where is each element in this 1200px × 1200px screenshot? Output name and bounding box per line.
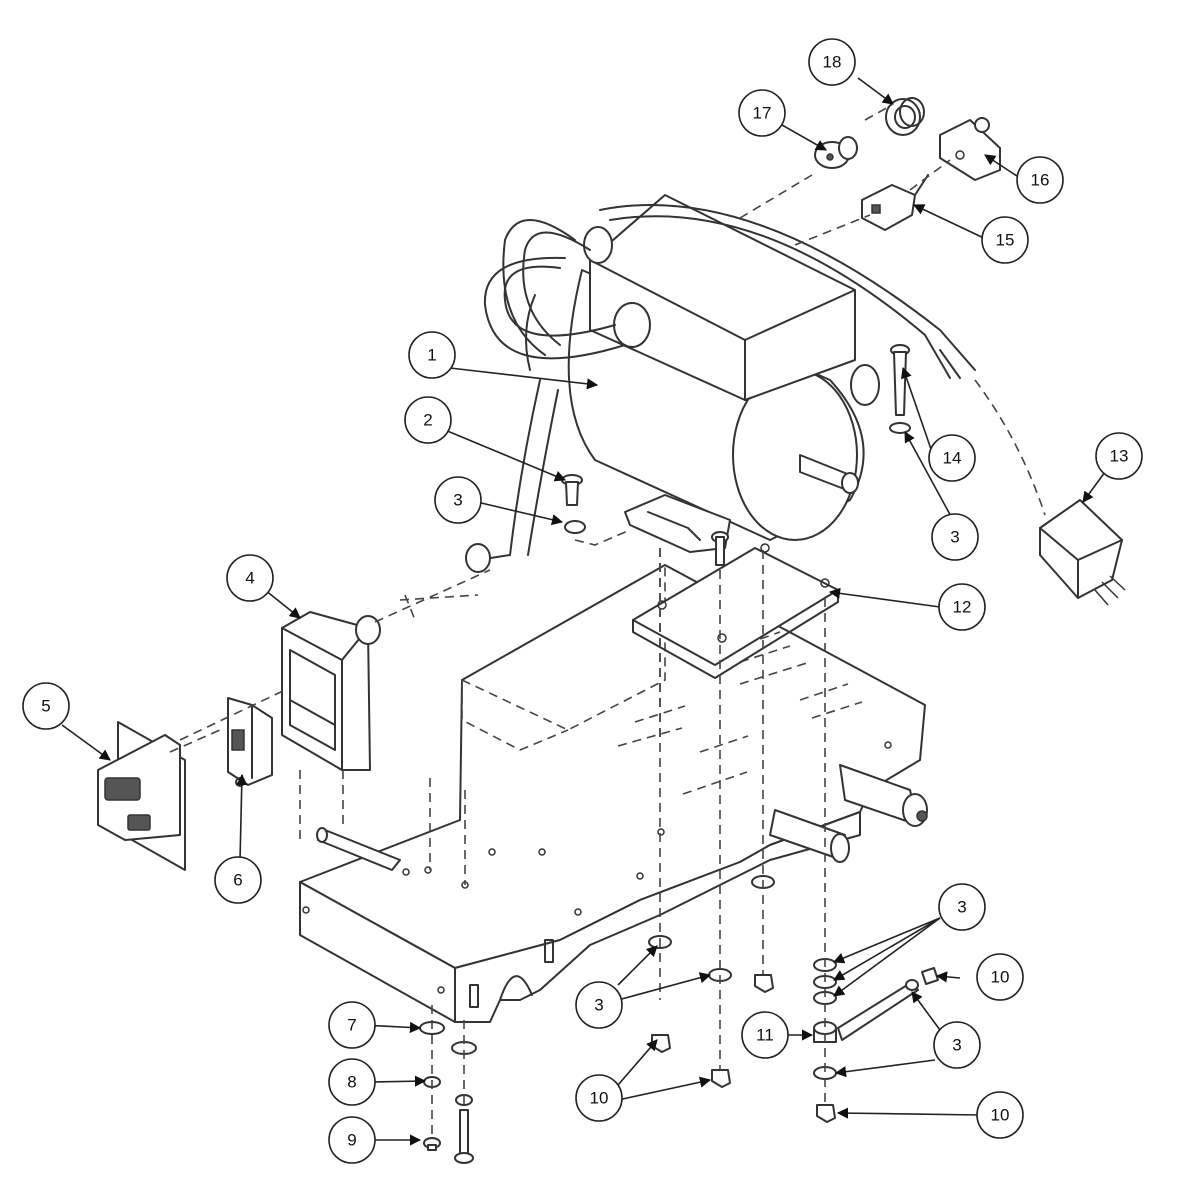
callout-3d-label: 3	[594, 996, 603, 1015]
callout-18-label: 18	[823, 53, 842, 72]
callout-17: 17	[738, 89, 786, 137]
callout-3b: 3	[931, 513, 979, 561]
callout-8: 8	[328, 1058, 376, 1106]
callout-1-label: 1	[427, 346, 436, 365]
clamp-16	[939, 117, 1001, 181]
callout-3d: 3	[575, 981, 623, 1029]
bushing-18	[885, 97, 925, 136]
callout-16-label: 16	[1031, 171, 1050, 190]
callout-3e: 3	[933, 1021, 981, 1069]
callout-10c: 10	[976, 1091, 1024, 1139]
callout-14: 14	[928, 434, 976, 482]
callout-12: 12	[938, 583, 986, 631]
callout-5-label: 5	[41, 697, 50, 716]
callout-17-label: 17	[753, 104, 772, 123]
callout-7-label: 7	[347, 1016, 356, 1035]
hardware-stack-right	[813, 958, 939, 1123]
callout-10b: 10	[976, 953, 1024, 1001]
electrical-box	[281, 611, 381, 771]
front-shaft	[316, 827, 401, 871]
callout-9-label: 9	[347, 1131, 356, 1150]
callout-3c-label: 3	[957, 898, 966, 917]
bolt-2	[561, 474, 729, 566]
hardware-stack-left	[419, 1021, 477, 1164]
callout-9: 9	[328, 1116, 376, 1164]
callout-6: 6	[214, 856, 262, 904]
callout-4: 4	[226, 554, 274, 602]
switch	[227, 697, 273, 787]
callout-10c-label: 10	[991, 1106, 1010, 1125]
callout-18: 18	[808, 38, 856, 86]
axle-shaft	[769, 764, 928, 863]
callout-16: 16	[1016, 156, 1064, 204]
callout-11-label: 11	[756, 1026, 774, 1045]
callout-3a-label: 3	[453, 491, 462, 510]
callout-8-label: 8	[347, 1073, 356, 1092]
grommet-17	[814, 136, 858, 169]
callout-3b-label: 3	[950, 528, 959, 547]
callout-10a: 10	[575, 1074, 623, 1122]
callout-7: 7	[328, 1001, 376, 1049]
callout-13-label: 13	[1110, 447, 1129, 466]
callout-5: 5	[22, 682, 70, 730]
callout-10a-label: 10	[590, 1089, 609, 1108]
cover-plate	[97, 721, 186, 871]
callout-3a: 3	[434, 476, 482, 524]
callout-10b-label: 10	[991, 968, 1010, 987]
callout-15-label: 15	[996, 231, 1015, 250]
base-plate	[299, 564, 926, 1023]
connector-15	[861, 174, 929, 231]
callout-2: 2	[404, 396, 452, 444]
callout-11: 11	[741, 1011, 789, 1059]
callout-12-label: 12	[953, 598, 972, 617]
assembly-lines	[169, 104, 1046, 1140]
callout-14-label: 14	[943, 449, 962, 468]
callout-3c: 3	[938, 883, 986, 931]
callout-15: 15	[981, 216, 1029, 264]
bolt-14	[889, 344, 911, 434]
callout-balloons: 1 2 3 3 3 3 3 4 5 6 7 8 9 10 10 10 11 12…	[22, 38, 1143, 1164]
callout-4-label: 4	[245, 569, 254, 588]
callout-2-label: 2	[423, 411, 432, 430]
callout-3e-label: 3	[952, 1036, 961, 1055]
callout-leaders	[61, 77, 1106, 1146]
callout-6-label: 6	[233, 871, 242, 890]
plug	[1039, 499, 1126, 606]
callout-13: 13	[1095, 432, 1143, 480]
callout-1: 1	[408, 331, 456, 379]
motor	[465, 194, 976, 573]
